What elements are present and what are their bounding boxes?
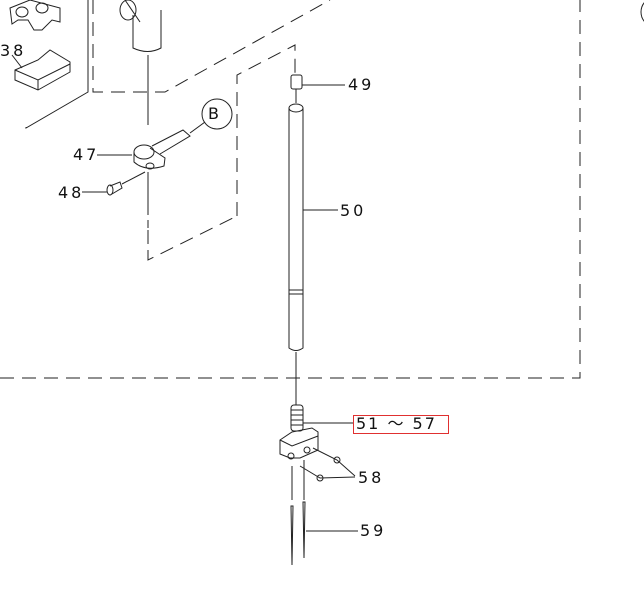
part-50-rod-icon	[288, 103, 304, 351]
callout-50: 50	[340, 201, 367, 220]
callout-59: 59	[360, 521, 387, 540]
ref-circle-edge	[640, 2, 644, 22]
part-47-clamp-icon	[133, 129, 191, 170]
part-38-block-icon	[14, 49, 71, 91]
leader-58	[299, 447, 356, 479]
callout-51-57-highlight	[353, 415, 449, 434]
callout-38: 38	[0, 41, 27, 60]
callout-51-57: 51 ～ 57	[356, 414, 437, 433]
ref-b-circle	[201, 98, 233, 130]
dashed-frame-lines	[0, 0, 581, 379]
callout-47: 47	[73, 145, 100, 164]
callout-58: 58	[358, 468, 385, 487]
callout-48: 48	[58, 183, 85, 202]
part-bracket-icon	[9, 0, 61, 31]
shaft-cylinder-icon	[119, 0, 162, 52]
part-48-screw-icon	[106, 181, 123, 196]
part-59-needles-icon	[290, 460, 306, 566]
callout-49: 49	[348, 75, 375, 94]
ref-b-label: B	[208, 104, 219, 123]
leader-38	[11, 54, 23, 69]
part-49-cap-icon	[290, 74, 303, 90]
part-51-57-clamp-icon	[279, 404, 319, 460]
frame-line-left	[25, 0, 89, 129]
